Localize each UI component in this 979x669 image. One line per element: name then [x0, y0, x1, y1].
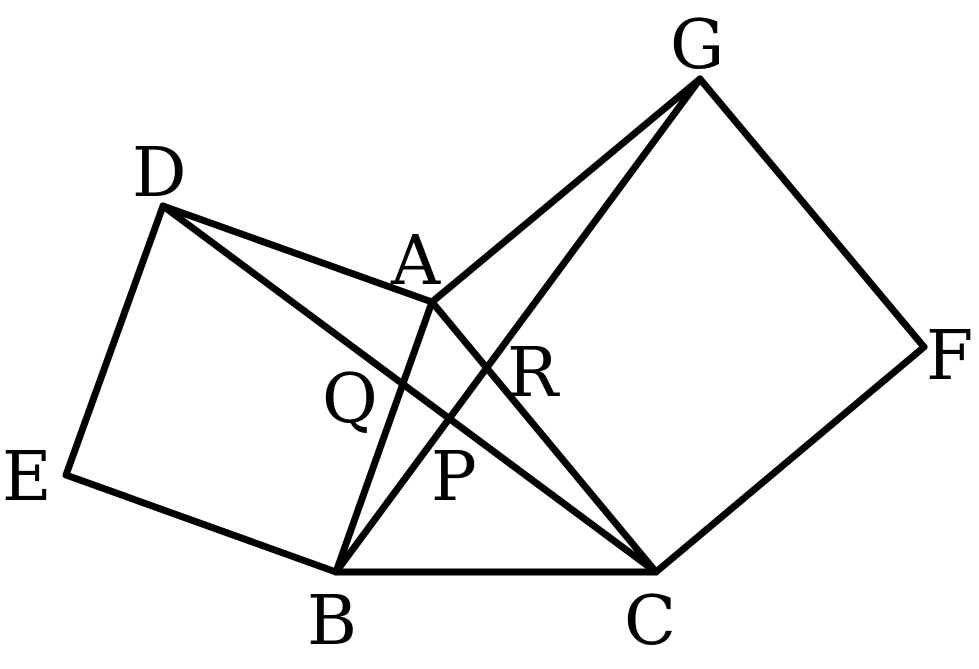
label-e: E	[2, 438, 52, 517]
segment-ab	[332, 298, 436, 576]
label-b: B	[307, 582, 357, 661]
label-f: F	[926, 317, 973, 396]
segment-dc	[159, 202, 660, 576]
segment-de	[62, 202, 167, 479]
segment-ag	[428, 75, 704, 306]
label-d: D	[132, 134, 187, 213]
label-a: A	[390, 222, 441, 301]
segment-ad	[159, 202, 436, 306]
segment-ac	[428, 298, 660, 576]
segment-fc	[652, 343, 928, 576]
segment-gf	[696, 75, 928, 351]
label-p: P	[431, 438, 477, 517]
label-q: Q	[322, 360, 378, 439]
segment-bg	[332, 75, 704, 576]
label-c: C	[624, 582, 676, 661]
label-r: R	[507, 334, 560, 413]
segment-eb	[62, 471, 340, 576]
label-g: G	[670, 6, 724, 85]
